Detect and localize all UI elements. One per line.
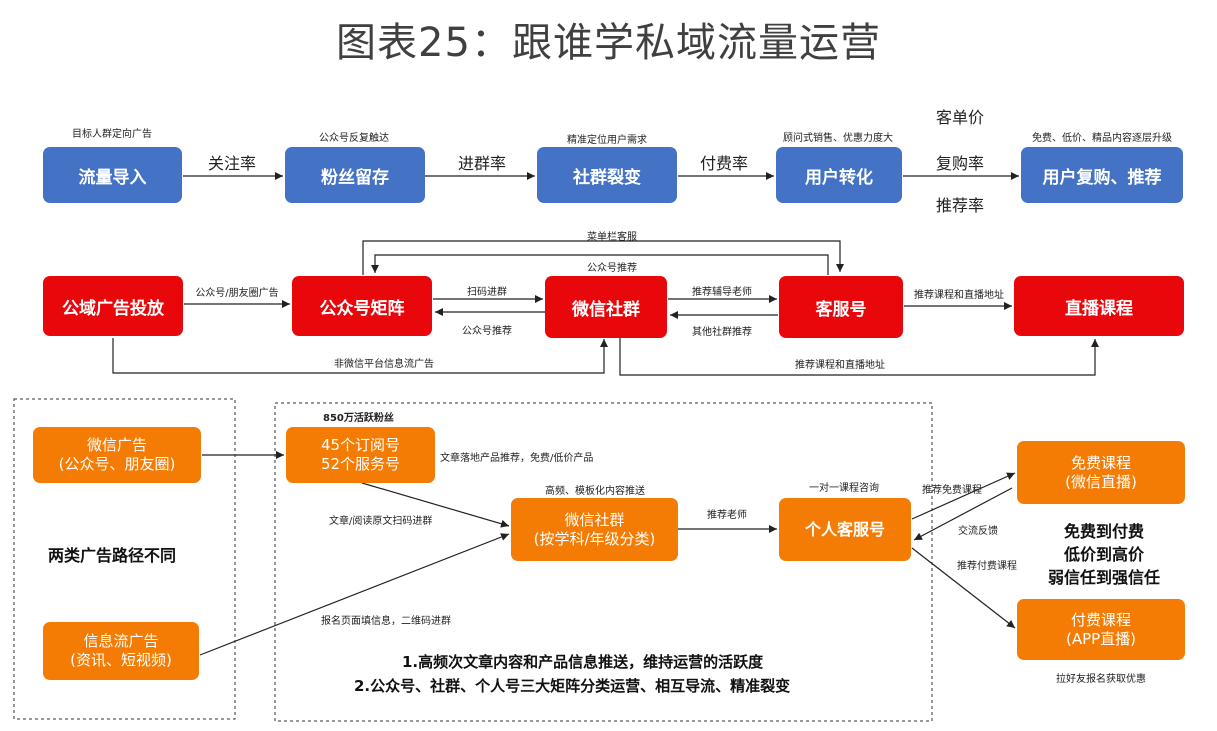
box-line: 付费课程 [1070,610,1131,629]
edge-label: 推荐付费课程 [957,561,1017,572]
flow-step-community-fission: 社群裂变 [537,147,677,203]
conversion-line: 免费到付费 [1063,522,1144,541]
box-line: (按学科/年级分类) [533,529,656,548]
paid-course-box: 付费课程 (APP直播) [1017,599,1185,660]
subject-group-box: 微信社群 (按学科/年级分类) [511,498,678,561]
wechat-group-box: 微信社群 [545,276,667,338]
invite-label: 拉好友报名获取优惠 [1056,674,1146,685]
box-line: 微信广告 [86,436,147,454]
edge-label: 推荐辅导老师 [692,287,752,298]
edge-label: 菜单栏客服 [587,232,637,243]
public-ad-box: 公域广告投放 [43,276,183,336]
edge-label: 一对一课程咨询 [809,483,879,494]
edge-label: 交流反馈 [958,526,998,537]
box-line: (公众号、朋友圈) [58,455,176,473]
flow-step-fan-retention: 粉丝留存 [285,147,425,203]
edge-label: 非微信平台信息流广告 [334,359,434,370]
edge-label: 推荐课程和直播地址 [914,290,1004,301]
flow-step-user-conversion: 用户转化 [776,147,902,203]
feed-ad-box: 信息流广告 (资讯、短视频) [43,622,199,680]
top-label: 免费、低价、精品内容逐层升级 [1032,133,1172,144]
box-line: 免费课程 [1070,453,1131,472]
note-line-2: 2.公众号、社群、个人号三大矩阵分类运营、相互导流、精准裂变 [354,677,791,695]
box-line: (APP直播) [1065,629,1137,648]
edge-label: 扫码进群 [467,287,507,298]
edge-label: 公众号推荐 [587,263,637,274]
box-line: 45个订阅号 [320,436,401,454]
live-course-box: 直播课程 [1014,276,1184,336]
top-label: 精准定位用户需求 [567,135,647,146]
conversion-line: 弱信任到强信任 [1047,568,1160,587]
personal-service-box: 个人客服号 [779,498,911,561]
top-label: 目标人群定向广告 [72,129,152,140]
box-line: (资讯、短视频) [70,651,172,669]
box-line: (微信直播) [1065,472,1137,491]
metric-label: 客单价 [935,108,985,127]
flow-step-repurchase-referral: 用户复购、推荐 [1021,147,1183,203]
box-line: 52个服务号 [320,455,401,473]
conversion-note: 免费到付费 低价到高价 弱信任到强信任 [1044,520,1164,589]
free-course-box: 免费课程 (微信直播) [1017,441,1185,504]
edge-label: 推荐免费课程 [922,485,982,496]
top-label: 公众号反复触达 [319,133,389,144]
arrow-label: 关注率 [207,154,257,173]
edge-label: 推荐老师 [707,510,747,521]
flow-step-traffic-import: 流量导入 [43,147,182,203]
oa-matrix-box: 公众号矩阵 [292,276,432,336]
metric-label: 推荐率 [935,196,985,215]
top-label: 顾问式销售、优惠力度大 [783,133,893,144]
metric-label: 复购率 [935,154,985,173]
edge-label: 公众号/朋友圈广告 [195,288,279,299]
page-title: 图表25：跟谁学私域流量运营 [336,20,881,66]
edge-label: 报名页面填信息，二维码进群 [321,616,451,627]
conversion-line: 低价到高价 [1063,545,1144,564]
service-account-box: 客服号 [779,276,903,338]
arrow-label: 进群率 [457,154,507,173]
edge-label: 文章落地产品推荐，免费/低价产品 [440,453,594,464]
arrow-label: 付费率 [699,154,749,173]
two-paths-note: 两类广告路径不同 [48,546,177,565]
fans-count-label: 850万活跃粉丝 [323,413,394,424]
box-line: 微信社群 [564,510,625,529]
box-line: 信息流广告 [83,632,159,650]
edge-label: 其他社群推荐 [692,327,752,338]
note-line-1: 1.高频次文章内容和产品信息推送，维持运营的活跃度 [402,653,764,671]
accounts-box: 45个订阅号 52个服务号 [286,427,435,483]
edge-label: 推荐课程和直播地址 [795,360,885,371]
edge-label: 文章/阅读原文扫码进群 [329,516,433,527]
edge-label: 公众号推荐 [462,326,512,337]
wechat-ad-box: 微信广告 (公众号、朋友圈) [33,427,201,483]
edge-label: 高频、模板化内容推送 [545,486,645,497]
